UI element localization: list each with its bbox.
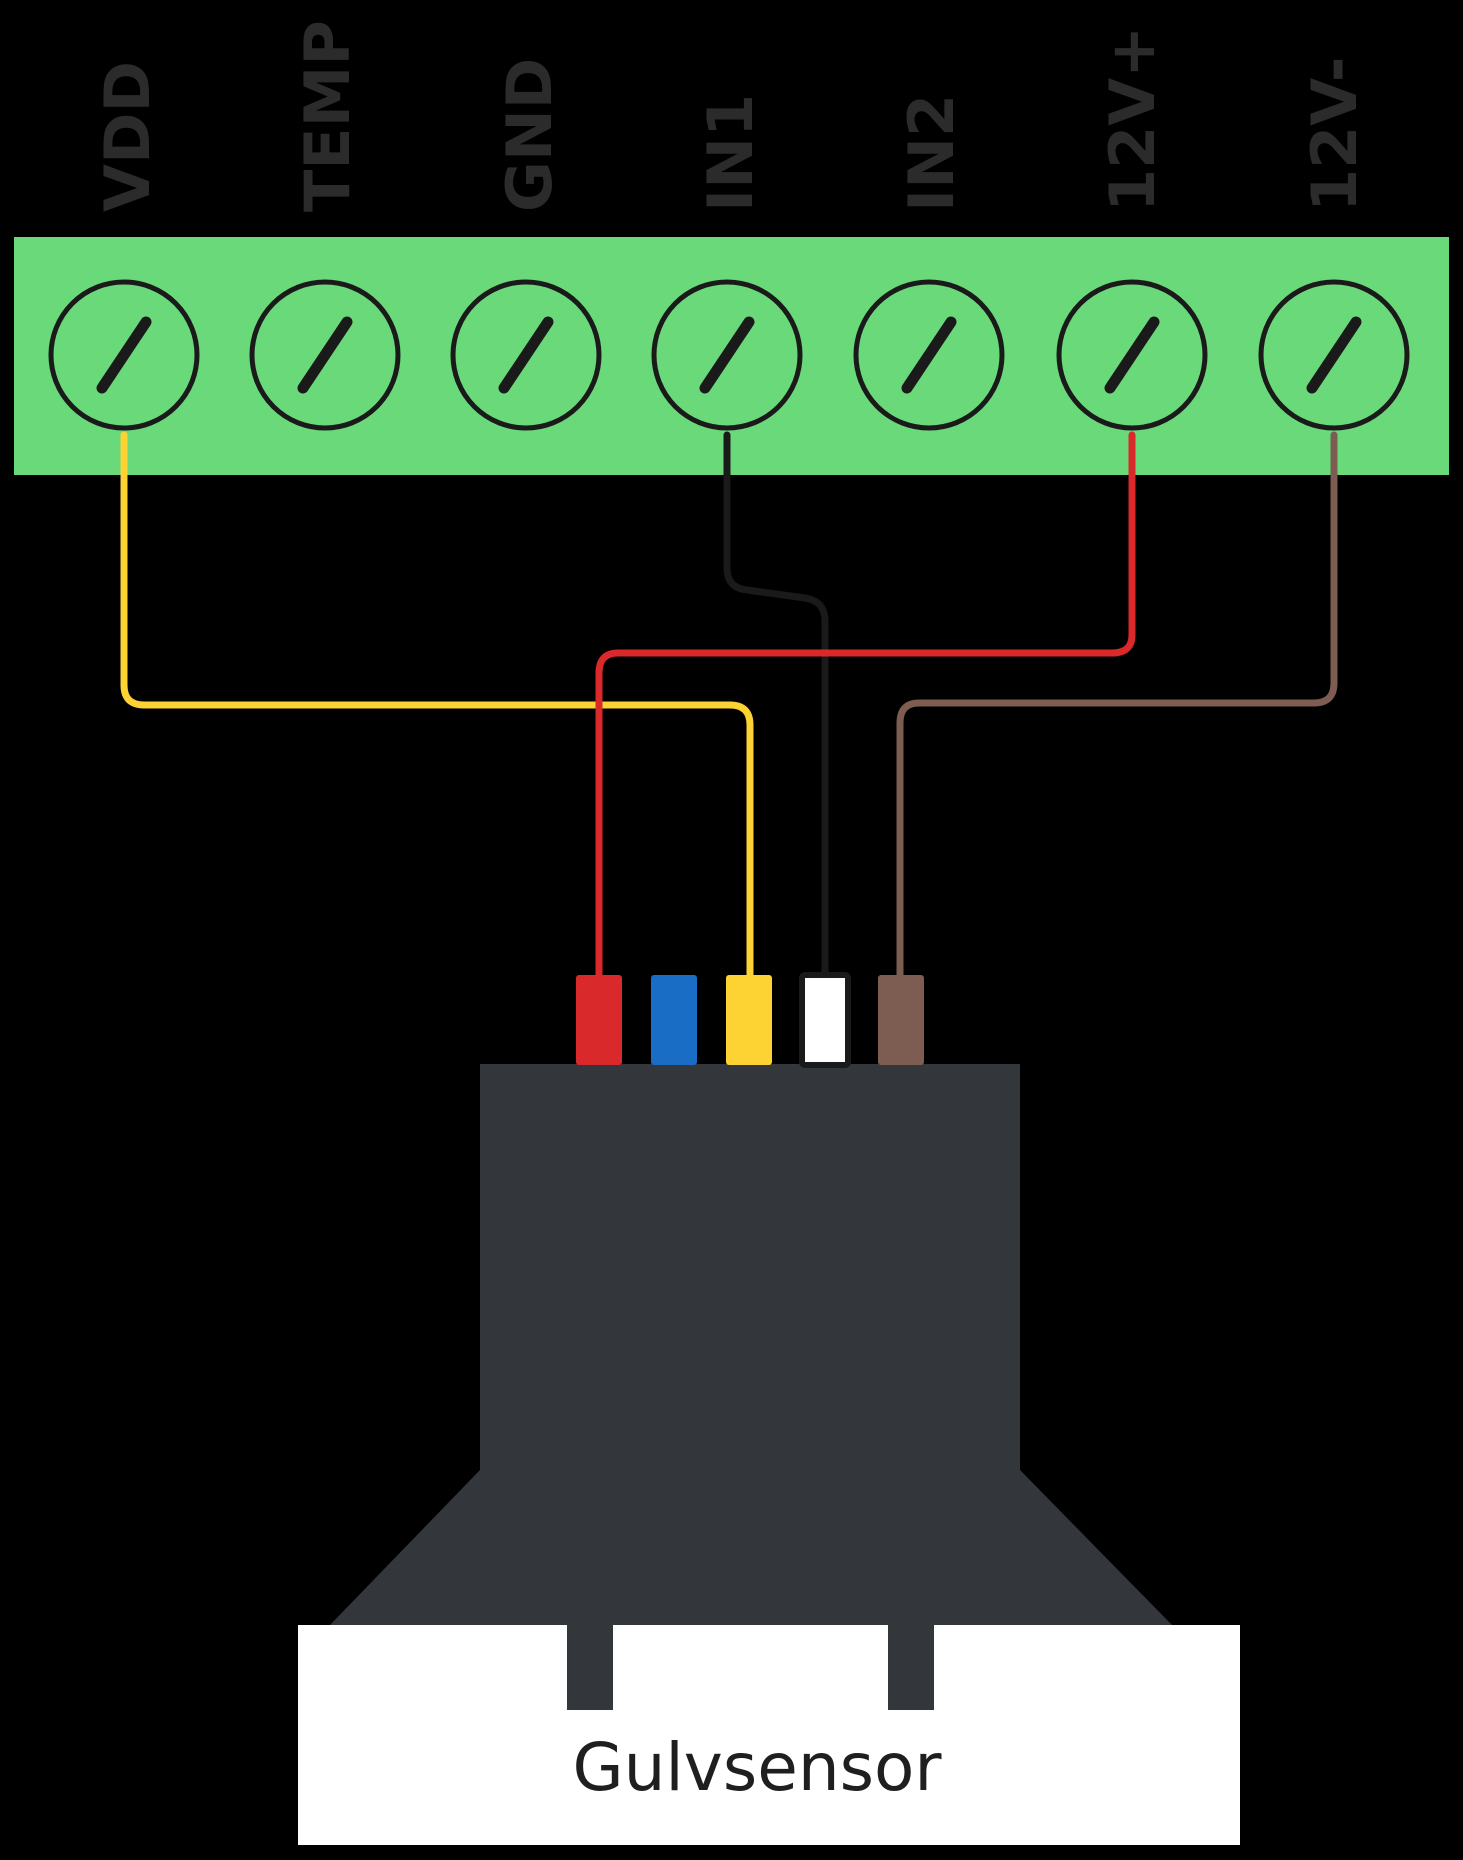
terminal-label-12v-plus: 12V+ bbox=[1096, 26, 1169, 212]
screw-slot-icon bbox=[297, 316, 353, 394]
pin-white[interactable] bbox=[799, 972, 851, 1068]
pin-red[interactable] bbox=[576, 975, 622, 1065]
terminal-label-in2: IN2 bbox=[895, 94, 968, 212]
terminal-screws bbox=[48, 279, 1410, 431]
screw-slot-icon bbox=[498, 316, 554, 394]
screw-temp[interactable] bbox=[249, 279, 401, 431]
terminal-label-in1: IN1 bbox=[694, 94, 767, 212]
sensor-body bbox=[480, 1064, 1020, 1476]
screw-slot-icon bbox=[699, 316, 755, 394]
screw-in1[interactable] bbox=[651, 279, 803, 431]
wire-vdd-yellow[interactable] bbox=[120, 431, 754, 984]
terminal-labels: VDD TEMP GND IN1 IN2 12V+ 12V- bbox=[91, 20, 1371, 212]
pin-yellow[interactable] bbox=[726, 975, 772, 1065]
wire-in1-white[interactable] bbox=[723, 431, 829, 984]
sensor-flange bbox=[330, 1470, 1172, 1625]
terminal-label-vdd: VDD bbox=[91, 61, 164, 212]
screw-in2[interactable] bbox=[853, 279, 1005, 431]
sensor-label: Gulvsensor bbox=[572, 1729, 942, 1806]
terminal-label-12v-minus: 12V- bbox=[1298, 57, 1371, 212]
screw-slot-icon bbox=[1306, 316, 1362, 394]
screw-gnd[interactable] bbox=[450, 279, 602, 431]
sensor-leg-left bbox=[567, 1625, 613, 1710]
terminal-label-gnd: GND bbox=[493, 58, 566, 212]
pin-blue[interactable] bbox=[651, 975, 697, 1065]
wire-12v-plus-red[interactable] bbox=[595, 431, 1136, 984]
terminal-label-temp: TEMP bbox=[291, 20, 364, 212]
screw-slot-icon bbox=[1104, 316, 1160, 394]
sensor: Gulvsensor bbox=[298, 1064, 1240, 1845]
screw-slot-icon bbox=[901, 316, 957, 394]
pin-brown[interactable] bbox=[878, 975, 924, 1065]
wires bbox=[120, 431, 1338, 984]
screw-vdd[interactable] bbox=[48, 279, 200, 431]
screw-12v-minus[interactable] bbox=[1258, 279, 1410, 431]
screw-12v-plus[interactable] bbox=[1056, 279, 1208, 431]
screw-slot-icon bbox=[96, 316, 152, 394]
sensor-leg-right bbox=[888, 1625, 934, 1710]
wire-12v-minus-brown[interactable] bbox=[896, 431, 1338, 984]
connector-pins bbox=[576, 972, 924, 1068]
sensor-plate bbox=[298, 1625, 1240, 1845]
